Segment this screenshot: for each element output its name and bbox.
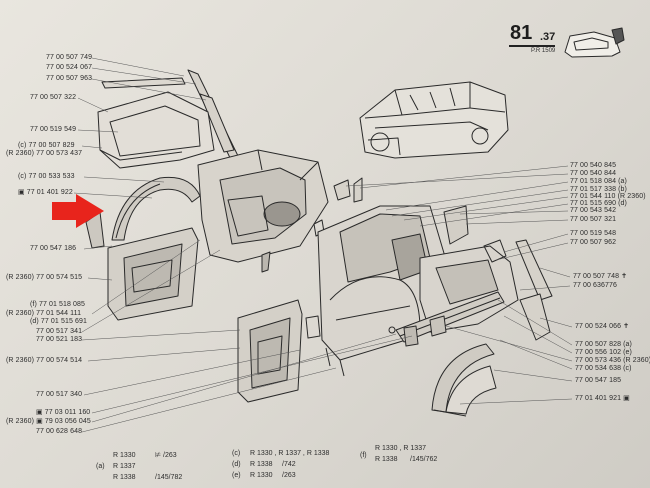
part-number-label: 77 00 521 183 (36, 336, 83, 343)
small-clips (305, 315, 447, 347)
part-number-label: 77 01 517 338 (b) (570, 186, 627, 193)
model-legend-item: ⊭ /263 (155, 452, 177, 459)
part-number-label: (d) 77 01 515 691 (30, 318, 87, 325)
part-number-label: 77 01 544 110 (R 2360) (570, 193, 646, 200)
part-number-label: 77 00 517 340 (36, 391, 83, 398)
model-legend-item: R 1330 (113, 452, 136, 459)
model-legend-item: (d) (232, 461, 241, 468)
part-number-label: ▣ 77 03 011 160 (36, 409, 91, 416)
part-number-label: 77 00 507 748 ✝ (573, 273, 628, 280)
model-legend-item: R 1330 , R 1337 (375, 445, 426, 452)
model-legend-item: R 1338 (113, 474, 136, 481)
part-number-label: 77 00 628 648 (36, 428, 83, 435)
part-number-label: 77 01 518 084 (a) (570, 178, 627, 185)
part-number-label: 77 00 507 322 (30, 94, 77, 101)
part-number-label: 77 00 524 067 (46, 64, 93, 71)
page-reference-main: 81 (510, 22, 533, 44)
model-legend-item: R 1338 (375, 456, 398, 463)
part-number-label: 77 01 401 921 ▣ (575, 395, 630, 402)
part-number-label: (R 2360) ▣ 79 03 056 045 (6, 418, 91, 425)
part-number-label: 77 00 507 828 (a) (575, 341, 632, 348)
rear-panel-section (419, 205, 553, 341)
part-number-label: (f) 77 01 518 085 (30, 301, 86, 308)
model-legend-item: (c) (232, 450, 241, 457)
rear-wheel-arch (431, 343, 497, 417)
part-number-label: 77 00 556 102 (e) (575, 349, 632, 356)
part-number-label: 77 00 547 185 (575, 377, 622, 384)
model-legend-item: /145/762 (410, 456, 438, 463)
inner-wheelhouse (197, 149, 329, 263)
model-legend-item: /742 (282, 461, 296, 468)
reference-underline (509, 45, 555, 47)
model-legend-item: (e) (232, 472, 241, 479)
model-legend-item: (f) (360, 452, 367, 459)
part-number-label: 77 00 519 548 (570, 230, 617, 237)
part-number-label: 77 00 540 844 (570, 170, 617, 177)
part-number-label: 77 00 519 549 (30, 126, 77, 133)
model-legend-item: R 1338 (250, 461, 273, 468)
part-number-label: 77 00 507 749 (46, 54, 93, 61)
model-legend-item: /145/782 (155, 474, 183, 481)
part-number-label: (R 2360) 77 00 574 515 (6, 274, 83, 281)
part-number-label: 77 00 534 638 (c) (575, 365, 632, 372)
part-number-label: (R 2360) 77 00 573 437 (6, 150, 83, 157)
part-number-label: 77 00 573 436 (R 2360) (575, 357, 650, 364)
part-number-label: 77 00 507 963 (46, 75, 93, 82)
car-silhouette-icon (564, 27, 625, 58)
red-pointer-arrow (52, 194, 104, 228)
side-panel-lower (107, 227, 199, 321)
model-legend-item: (a) (96, 463, 105, 470)
part-number-label: 77 01 515 690 (d) (570, 200, 627, 207)
part-number-label: (R 2360) 77 01 544 111 (6, 310, 82, 317)
part-number-label: 77 00 636776 (573, 282, 618, 289)
part-number-label: 77 00 540 845 (570, 162, 617, 169)
part-number-label: 77 00 547 186 (30, 245, 77, 252)
page-reference-sub: .37 (540, 31, 556, 43)
model-legend-item: R 1337 (113, 463, 136, 470)
leader-lines (73, 57, 573, 433)
quarter-panel-upper (97, 91, 215, 169)
part-number-label: (c) 77 00 507 829 (18, 142, 75, 149)
part-number-label: 77 00 507 962 (570, 239, 617, 246)
model-legend-item: /263 (282, 472, 296, 479)
wheel-arch-panel (85, 176, 201, 249)
side-panel-middle (237, 299, 303, 403)
model-legend-item: R 1330 (250, 472, 273, 479)
body-shell-drawing (359, 81, 509, 159)
part-number-label: (c) 77 00 533 533 (18, 173, 75, 180)
part-number-label: 77 00 543 542 (570, 207, 617, 214)
part-number-label: 77 00 507 321 (570, 216, 617, 223)
model-legend-item: R 1330 , R 1337 , R 1338 (250, 450, 330, 457)
part-number-label: (R 2360) 77 00 574 514 (6, 357, 83, 364)
page-reference-code: P.R 1509 (531, 48, 556, 54)
part-number-label: 77 00 517 341 (36, 328, 83, 335)
part-number-label: ▣ 77 01 401 922 (18, 189, 73, 196)
part-number-label: 77 00 524 066 ✝ (575, 323, 630, 330)
